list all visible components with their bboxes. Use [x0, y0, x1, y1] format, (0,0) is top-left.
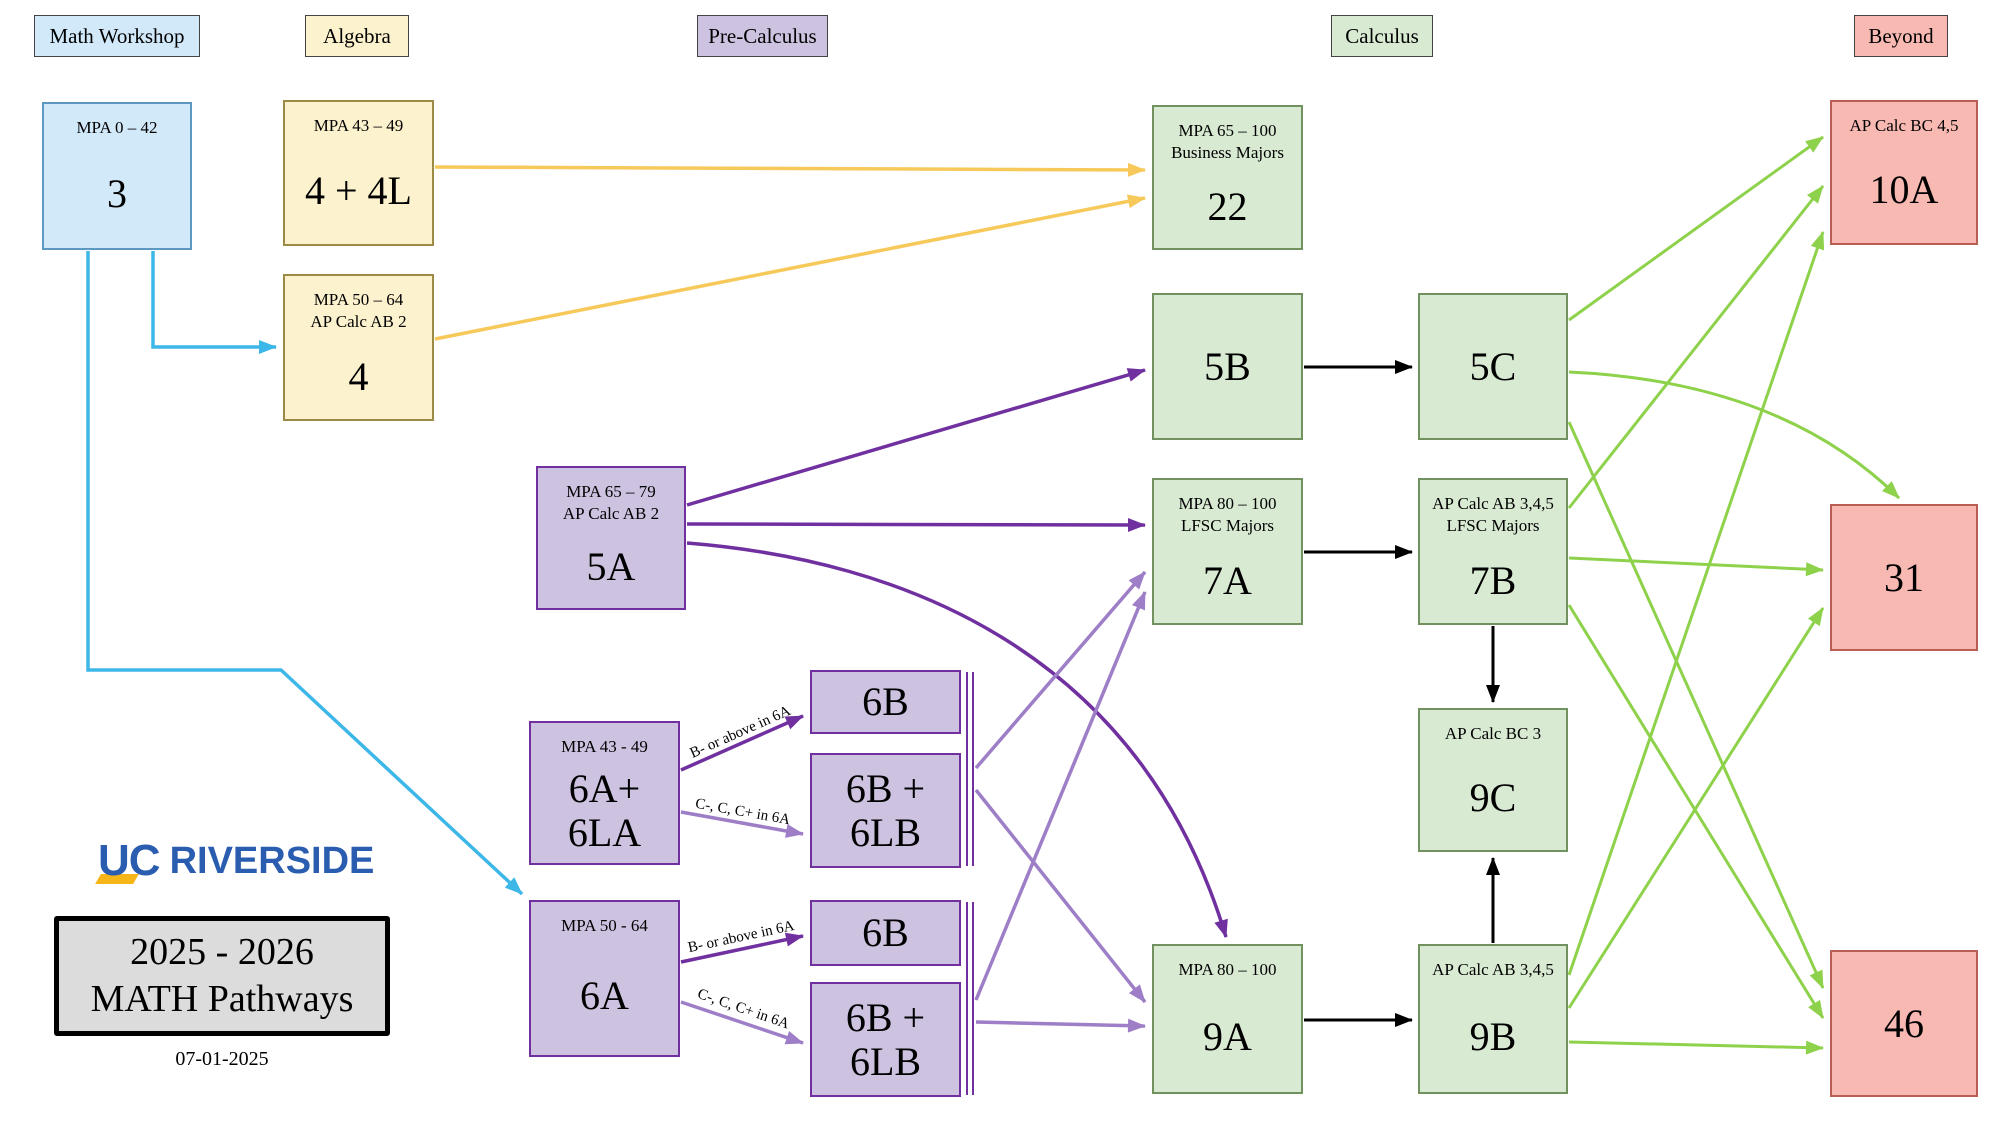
- edge-e7B_31: [1568, 556, 1824, 577]
- node-6BL-bot: 6B +6LB: [810, 982, 961, 1097]
- node-9B: AP Calc AB 3,4,5 9B: [1418, 944, 1568, 1094]
- edge-label-e6A_6BL: C-, C, C+ in 6A: [695, 986, 791, 1032]
- node-6B-top: 6B: [810, 670, 961, 734]
- title-line2: MATH Pathways: [90, 978, 354, 1020]
- edge-elow_7A: [974, 591, 1147, 1001]
- node-6B-bot: 6B: [810, 900, 961, 966]
- node-4L-subtitle: MPA 43 – 49: [313, 116, 404, 135]
- title-line1: 2025 - 2026: [130, 930, 314, 973]
- node-9C: AP Calc BC 3 9C: [1418, 708, 1568, 852]
- edge-e5C_31: [1568, 370, 1901, 500]
- node-10A-subtitle: AP Calc BC 4,5: [1849, 116, 1959, 135]
- node-31: 31: [1830, 504, 1978, 651]
- edge-eup_9A: [974, 788, 1147, 1004]
- node-9A: MPA 80 – 100 9A: [1152, 944, 1303, 1094]
- node-4L: MPA 43 – 49 4 + 4L: [283, 100, 434, 246]
- node-4L-label: 4 + 4L: [305, 167, 412, 213]
- edge-label-e6Ap_6B: B- or above in 6A: [688, 703, 794, 762]
- node-10A: AP Calc BC 4,5 10A: [1830, 100, 1978, 245]
- node-3: MPA 0 – 42 3: [42, 102, 192, 250]
- edge-e4_22: [434, 194, 1146, 341]
- edge-e9B_10A: [1567, 231, 1825, 976]
- node-6Ap-subtitle: MPA 43 - 49: [561, 737, 648, 756]
- node-46: 46: [1830, 950, 1978, 1097]
- node-5B-label: 5B: [1204, 343, 1251, 389]
- node-4-label: 4: [348, 353, 369, 399]
- node-5C-label: 5C: [1469, 343, 1517, 389]
- node-6A-subtitle: MPA 50 - 64: [561, 916, 648, 935]
- edge-e6Ap_6B: [680, 714, 804, 772]
- node-10A-label: 10A: [1869, 167, 1939, 213]
- legend-beyond: Beyond: [1854, 15, 1948, 57]
- legend-calculus: Calculus: [1331, 15, 1433, 57]
- node-6B-bot-label: 6B: [862, 910, 909, 956]
- node-31-label: 31: [1884, 554, 1924, 600]
- edge-e5A_7A: [686, 517, 1146, 532]
- logo-uc: UC: [98, 836, 170, 886]
- legend-workshop: Math Workshop: [34, 15, 200, 57]
- edge-e9B_31: [1567, 607, 1825, 1009]
- edge-e3_6A: [86, 251, 524, 896]
- node-6BL-top: 6B +6LB: [810, 753, 961, 868]
- edge-e3_4: [151, 251, 277, 354]
- node-5A-label: 5A: [586, 544, 636, 589]
- node-6A-label: 6A: [580, 973, 629, 1019]
- node-22-label: 22: [1207, 183, 1248, 229]
- revision-date: 07-01-2025: [175, 1048, 269, 1070]
- node-6Ap: MPA 43 - 49 6A+6LA: [529, 721, 680, 865]
- edge-eup_7A: [974, 570, 1147, 770]
- logo-riverside-wordmark: RIVERSIDE: [169, 839, 375, 882]
- title-box: 2025 - 2026 MATH Pathways: [54, 916, 390, 1036]
- edge-e7B_10A: [1567, 185, 1825, 509]
- edge-e5C_10A: [1568, 135, 1824, 322]
- node-9A-label: 9A: [1203, 1013, 1252, 1059]
- node-5C: 5C: [1418, 293, 1568, 440]
- edge-e6A_6B: [680, 932, 804, 964]
- node-46-label: 46: [1884, 1000, 1924, 1046]
- ucr-logo: UC RIVERSIDE: [98, 833, 374, 889]
- edge-e6Ap_6BL: [680, 810, 804, 838]
- node-9C-label: 9C: [1469, 774, 1517, 820]
- node-6BL-bot-label: 6B +6LB: [845, 995, 926, 1084]
- node-6Ap-label: 6A+6LA: [567, 766, 642, 855]
- node-9B-subtitle: AP Calc AB 3,4,5: [1432, 960, 1554, 979]
- legend-algebra: Algebra: [305, 15, 409, 57]
- edge-e5A_9A: [686, 541, 1228, 938]
- legend-precalc: Pre-Calculus: [697, 15, 828, 57]
- node-9A-subtitle: MPA 80 – 100: [1178, 960, 1277, 979]
- node-6A: MPA 50 - 64 6A: [529, 900, 680, 1057]
- node-5B: 5B: [1152, 293, 1303, 440]
- node-3-label: 3: [107, 170, 127, 216]
- node-6BL-top-label: 6B +6LB: [845, 766, 926, 855]
- edge-e4L_22: [434, 162, 1146, 177]
- node-3-subtitle: MPA 0 – 42: [76, 118, 158, 137]
- node-9B-label: 9B: [1469, 1013, 1517, 1059]
- edge-elow_9A: [975, 1018, 1146, 1033]
- edge-e5C_46: [1567, 421, 1825, 989]
- node-7A-label: 7A: [1203, 557, 1252, 603]
- edge-e6A_6BL: [680, 1000, 804, 1045]
- edge-e7B_46: [1567, 604, 1825, 1019]
- node-7B-label: 7B: [1469, 557, 1517, 603]
- edge-e9B_46: [1568, 1040, 1824, 1055]
- node-9C-subtitle: AP Calc BC 3: [1444, 724, 1542, 743]
- edge-e5A_5B: [686, 368, 1146, 507]
- node-6B-top-label: 6B: [862, 679, 909, 725]
